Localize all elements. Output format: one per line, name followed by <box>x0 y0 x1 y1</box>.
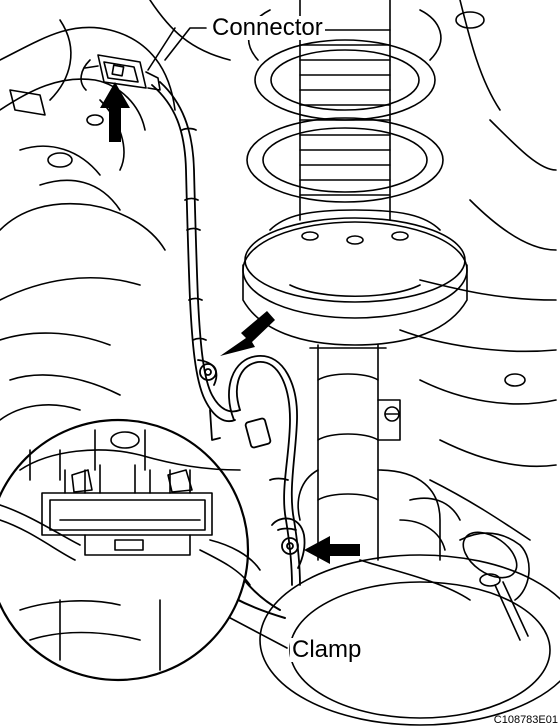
arrow-down-left-icon <box>220 311 275 356</box>
figure-code: C108783E01 <box>493 714 558 726</box>
strut-shock-absorber <box>297 344 441 561</box>
clamp-label: Clamp <box>290 636 364 663</box>
inset-detail-circle <box>0 418 286 682</box>
spring-seat <box>242 209 468 346</box>
coil-spring <box>246 0 444 221</box>
arrow-up-icon <box>100 82 130 142</box>
hub-assembly <box>259 497 560 726</box>
arrow-left-icon <box>304 536 360 564</box>
sensor-connector <box>80 27 176 91</box>
connector-leader-line <box>164 27 207 61</box>
speed-sensor-harness <box>151 81 306 586</box>
connector-label: Connector <box>210 14 325 41</box>
